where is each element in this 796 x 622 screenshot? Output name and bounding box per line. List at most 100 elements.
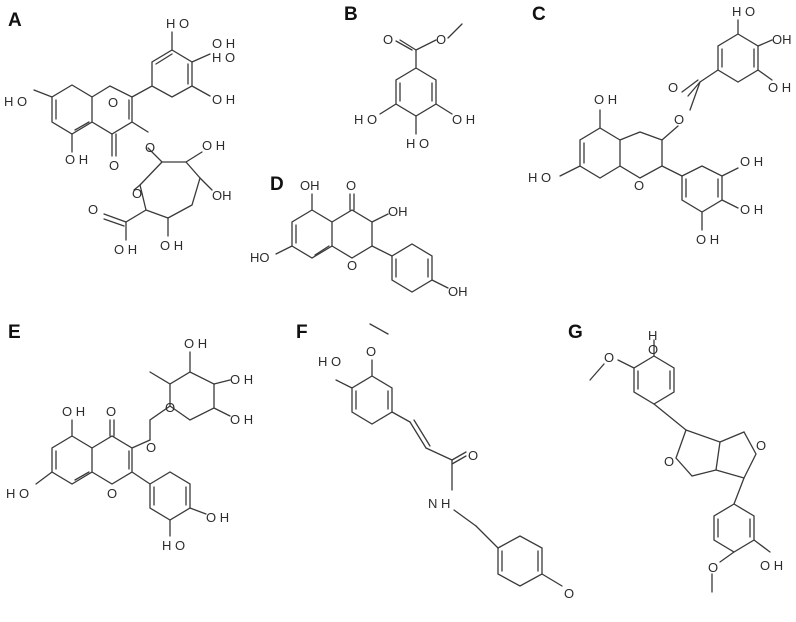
atom-label: O H bbox=[452, 112, 475, 127]
atom-label: O H bbox=[594, 92, 617, 107]
ring-g-1 bbox=[633, 355, 675, 405]
bond bbox=[653, 403, 687, 431]
atom-label: OH bbox=[300, 178, 320, 193]
atom-label: O H bbox=[212, 36, 235, 51]
atom-label: O bbox=[88, 202, 98, 217]
atom-label: O bbox=[468, 448, 478, 463]
atom-label: O bbox=[346, 178, 356, 193]
ring-g-furan-1 bbox=[675, 429, 721, 477]
atom-label: OH bbox=[388, 204, 408, 219]
atom-label: H O bbox=[406, 136, 429, 151]
sugar-e bbox=[149, 371, 215, 441]
ring-a-c bbox=[91, 85, 133, 135]
ring-e-b bbox=[149, 471, 191, 521]
atom-label: O H bbox=[740, 154, 763, 169]
atom-label: H bbox=[648, 328, 657, 343]
atom-label: O bbox=[366, 344, 376, 359]
bond bbox=[559, 165, 581, 177]
bond bbox=[133, 184, 141, 191]
atom-label: O bbox=[564, 586, 574, 601]
atom-label: O bbox=[604, 350, 614, 365]
bond bbox=[395, 40, 413, 51]
bond bbox=[103, 213, 127, 223]
bond bbox=[335, 379, 353, 389]
sugar-a bbox=[139, 147, 201, 219]
bond bbox=[617, 359, 635, 369]
atom-label: OH bbox=[772, 32, 792, 47]
atom-label: O H bbox=[740, 202, 763, 217]
double-bond bbox=[314, 245, 330, 256]
bond bbox=[757, 39, 773, 47]
atom-label: O H bbox=[202, 138, 225, 153]
bond bbox=[185, 151, 203, 163]
bond bbox=[399, 39, 417, 51]
bond bbox=[191, 53, 211, 63]
ring-e-c bbox=[91, 435, 133, 485]
bond bbox=[425, 447, 453, 461]
bond bbox=[733, 477, 745, 505]
bond bbox=[189, 507, 207, 515]
bond bbox=[661, 165, 683, 177]
ring-g-furan-2 bbox=[715, 431, 757, 479]
bond bbox=[33, 89, 53, 98]
bond bbox=[687, 81, 701, 97]
bond bbox=[131, 439, 151, 449]
atom-label: O bbox=[634, 178, 644, 193]
atom-label: O H bbox=[230, 412, 253, 427]
atom-label: O H bbox=[212, 92, 235, 107]
atom-label: O H bbox=[160, 238, 183, 253]
atom-label: O bbox=[436, 32, 446, 47]
atom-label: H O bbox=[4, 94, 27, 109]
ring-b bbox=[395, 67, 437, 117]
panel-letter-f: F bbox=[296, 322, 308, 343]
atom-label: O H bbox=[114, 242, 137, 257]
ring-f-1 bbox=[351, 375, 393, 425]
bond bbox=[689, 81, 701, 111]
bond bbox=[453, 509, 477, 527]
bond bbox=[191, 85, 211, 97]
ring-a-b bbox=[131, 49, 193, 98]
atom-label: O bbox=[146, 440, 156, 455]
bond bbox=[391, 411, 411, 423]
structure-d: D OH O OH HO O OH bbox=[250, 174, 468, 299]
atom-label: O bbox=[347, 258, 357, 273]
bond bbox=[275, 245, 293, 255]
bond bbox=[199, 177, 213, 191]
ring-c-b bbox=[681, 165, 723, 213]
bond bbox=[721, 199, 739, 209]
panel-letter-g: G bbox=[568, 322, 583, 343]
atom-label: O bbox=[668, 80, 678, 95]
panel-letter-d: D bbox=[270, 174, 284, 195]
bond bbox=[451, 451, 467, 461]
bond bbox=[103, 218, 125, 227]
bond bbox=[475, 525, 499, 549]
atom-label: O bbox=[708, 560, 718, 575]
atom-label: H O bbox=[318, 354, 341, 369]
structure-c: C H O OH O H O O O H O H O O H bbox=[528, 4, 792, 247]
atom-label: H O bbox=[354, 112, 377, 127]
bond bbox=[379, 103, 397, 115]
atom-label: OH bbox=[212, 188, 232, 203]
atom-label: O bbox=[756, 438, 766, 453]
ring-c-a bbox=[579, 127, 621, 179]
bond bbox=[721, 167, 739, 177]
ring-a-a bbox=[51, 84, 93, 135]
atom-label: O H bbox=[65, 152, 88, 167]
atom-label: O bbox=[107, 486, 117, 501]
bond bbox=[35, 471, 53, 485]
ring-c-galloyl bbox=[717, 33, 759, 83]
structure-f: F O H O O N H O bbox=[296, 322, 574, 601]
atom-label: H O bbox=[6, 486, 29, 501]
structure-b: B O O H O O H H O bbox=[344, 4, 475, 151]
bond bbox=[371, 245, 393, 257]
panel-letter-c: C bbox=[532, 4, 546, 25]
atom-label: H O bbox=[732, 4, 755, 19]
bond bbox=[409, 421, 427, 449]
panel-letter-a: A bbox=[8, 10, 22, 31]
panel-letter-e: E bbox=[8, 322, 21, 343]
bond bbox=[131, 471, 151, 485]
atom-label: O bbox=[383, 32, 393, 47]
bond bbox=[451, 455, 467, 465]
double-bond bbox=[74, 471, 90, 481]
